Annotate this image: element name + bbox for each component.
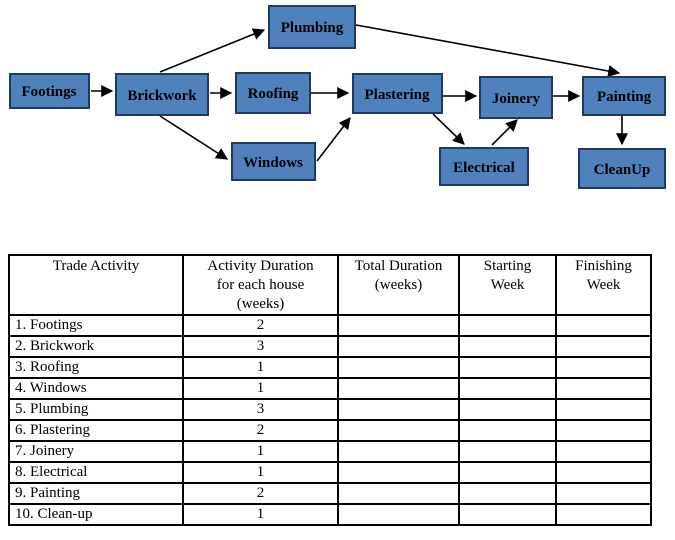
cell-duration: 2 [182,482,339,505]
header-finishing-week: Finishing Week [555,254,652,316]
cell-duration: 3 [182,335,339,358]
cell-activity: 8. Electrical [8,461,184,484]
table-row: 5. Plumbing 3 [8,398,652,421]
node-cleanup-label: CleanUp [594,162,651,178]
arrow-windows-plastering [316,117,351,162]
node-roofing-label: Roofing [248,86,299,102]
node-painting: Painting [582,76,666,116]
cell-finishing-week [555,356,652,379]
cell-duration: 2 [182,314,339,337]
cell-activity: 9. Painting [8,482,184,505]
cell-starting-week [458,377,557,400]
cell-activity: 3. Roofing [8,356,184,379]
arrow-brickwork-plumbing [159,28,266,73]
cell-activity: 10. Clean-up [8,503,184,526]
node-roofing: Roofing [235,72,311,114]
cell-starting-week [458,356,557,379]
cell-duration: 3 [182,398,339,421]
cell-activity: 2. Brickwork [8,335,184,358]
cell-activity: 5. Plumbing [8,398,184,421]
cell-finishing-week [555,461,652,484]
arrow-electrical-joinery [491,119,518,146]
precedence-diagram: Footings Brickwork Roofing Plumbing Wind… [9,5,666,189]
cell-duration: 1 [182,377,339,400]
table-row: 1. Footings 2 [8,314,652,337]
cell-duration: 1 [182,461,339,484]
cell-activity: 7. Joinery [8,440,184,463]
arrow-plumbing-painting [355,24,621,77]
cell-finishing-week [555,482,652,505]
cell-activity: 1. Footings [8,314,184,337]
cell-activity: 6. Plastering [8,419,184,442]
cell-finishing-week [555,335,652,358]
activity-table: Trade Activity Activity Duration for eac… [8,254,652,526]
cell-finishing-week [555,314,652,337]
table-row: 4. Windows 1 [8,377,652,400]
cell-starting-week [458,461,557,484]
cell-starting-week [458,335,557,358]
header-trade-activity: Trade Activity [8,254,184,316]
cell-total-duration [337,419,460,442]
node-brickwork: Brickwork [115,73,209,116]
cell-total-duration [337,482,460,505]
cell-finishing-week [555,503,652,526]
cell-total-duration [337,503,460,526]
table-row: 6. Plastering 2 [8,419,652,442]
node-joinery-label: Joinery [492,91,541,107]
node-windows: Windows [231,142,316,181]
cell-starting-week [458,503,557,526]
cell-duration: 2 [182,419,339,442]
cell-total-duration [337,356,460,379]
cell-starting-week [458,440,557,463]
header-starting-week: Starting Week [458,254,557,316]
cell-duration: 1 [182,503,339,526]
cell-activity: 4. Windows [8,377,184,400]
cell-total-duration [337,335,460,358]
node-windows-label: Windows [243,155,303,171]
node-brickwork-label: Brickwork [127,88,197,104]
node-electrical: Electrical [439,147,529,186]
table-row: 10. Clean-up 1 [8,503,652,526]
node-footings: Footings [9,73,90,109]
table-row: 9. Painting 2 [8,482,652,505]
cell-total-duration [337,314,460,337]
table-row: 3. Roofing 1 [8,356,652,379]
arrow-brickwork-windows [159,115,229,160]
cell-starting-week [458,419,557,442]
cell-finishing-week [555,398,652,421]
cell-starting-week [458,482,557,505]
node-plumbing-label: Plumbing [281,20,344,36]
header-total-duration: Total Duration (weeks) [337,254,460,316]
node-plastering: Plastering [352,73,443,114]
cell-duration: 1 [182,440,339,463]
cell-starting-week [458,398,557,421]
node-joinery: Joinery [479,76,553,119]
cell-total-duration [337,440,460,463]
node-cleanup: CleanUp [578,148,666,189]
diagram-arrows [91,24,628,162]
cell-finishing-week [555,377,652,400]
node-plumbing: Plumbing [268,5,356,49]
node-plastering-label: Plastering [365,87,430,103]
cell-total-duration [337,398,460,421]
cell-finishing-week [555,440,652,463]
node-footings-label: Footings [21,84,76,100]
cell-duration: 1 [182,356,339,379]
cell-finishing-week [555,419,652,442]
table-row: 7. Joinery 1 [8,440,652,463]
arrow-plastering-electrical [432,113,465,145]
table-header-row: Trade Activity Activity Duration for eac… [8,254,652,316]
node-painting-label: Painting [597,89,652,105]
cell-total-duration [337,377,460,400]
table-row: 8. Electrical 1 [8,461,652,484]
cell-total-duration [337,461,460,484]
cell-starting-week [458,314,557,337]
header-activity-duration: Activity Duration for each house (weeks) [182,254,339,316]
table-row: 2. Brickwork 3 [8,335,652,358]
node-electrical-label: Electrical [453,160,515,176]
